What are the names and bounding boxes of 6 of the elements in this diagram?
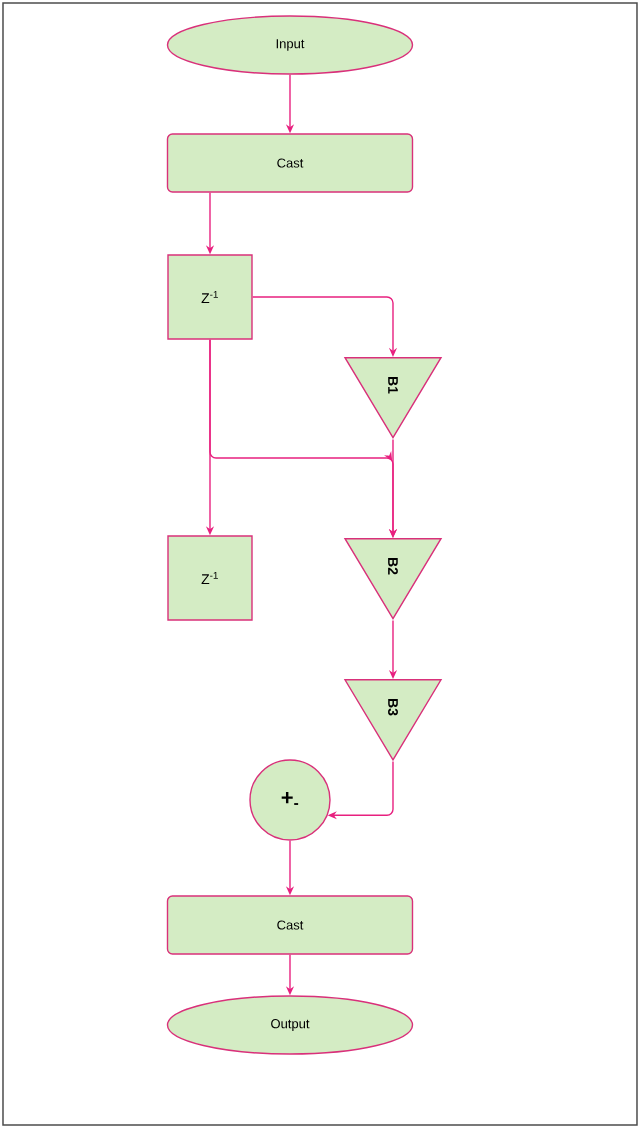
oval-node: Input	[166, 15, 414, 75]
process-box: Cast	[166, 895, 414, 955]
delay-box: Z$^{-1}$	[167, 254, 253, 340]
oval-node: Output	[166, 995, 414, 1055]
delay-box: Z$^{-1}$	[167, 535, 253, 621]
process-box: Cast	[166, 133, 414, 193]
